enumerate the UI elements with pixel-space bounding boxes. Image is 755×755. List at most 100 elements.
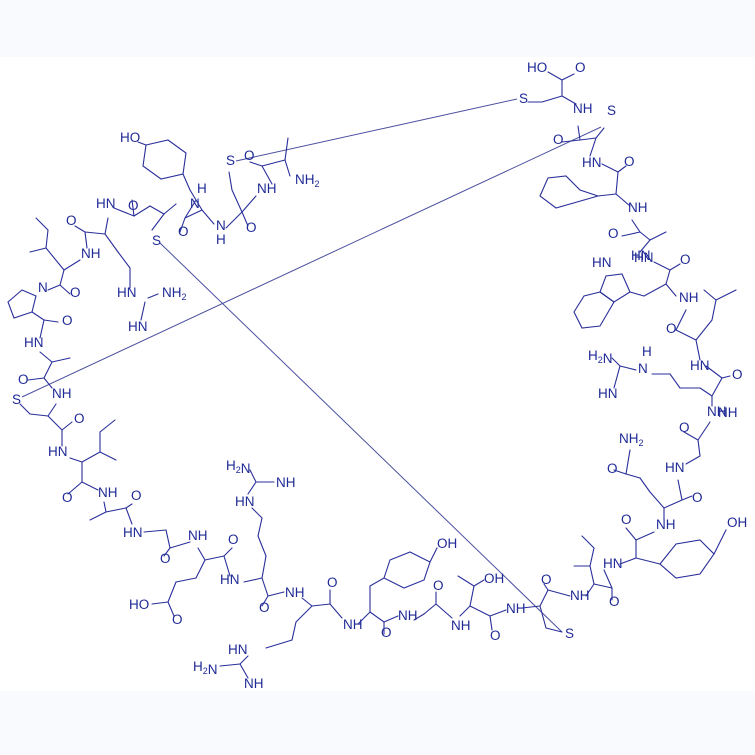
atom-label-ho_cterm: HO [527, 60, 547, 75]
atom-label-n_gua4: N [638, 361, 648, 376]
atom-label-o_ile3: O [609, 594, 620, 609]
atom-label-oh_tyr3: OH [727, 515, 747, 530]
atom-label-nh_tyr2: NH [343, 617, 363, 632]
atom-label-hn_gua3: HN [228, 642, 248, 657]
proline-ring [7, 289, 37, 319]
atom-label-nh_gua2: NH [276, 475, 296, 490]
atom-label-nh_cys1: NH [257, 181, 277, 196]
atom-label-nh_ile3: NH [570, 588, 590, 603]
atom-label-s_cys3: S [565, 626, 574, 641]
atom-label-hn_trp_ring: HN [592, 255, 612, 270]
disulfide-bridge-3 [159, 242, 563, 633]
disulfide-bridge-1 [235, 98, 518, 162]
atom-label-nh2_gua1: NH2 [162, 285, 187, 302]
atom-label-hn_arg: HN [96, 196, 116, 211]
atom-label-nh2_nterm: NH2 [295, 172, 320, 189]
atom-label-nh_trp: NH [679, 290, 699, 305]
atom-label-o_arg3: O [327, 575, 338, 590]
atom-label-nh_tyr3: NH [656, 517, 676, 532]
atom-label-hn_ala1: HN [24, 335, 44, 350]
atom-label-hn_arg2: HN [220, 572, 240, 587]
atom-label-s_cys1: S [226, 153, 235, 168]
atom-label-o_gly1: O [160, 551, 171, 566]
atom-label-nh_phe: NH [628, 200, 648, 215]
atom-label-nh_glu: NH [188, 528, 208, 543]
bonds [7, 71, 737, 679]
atom-label-nh_cys5: NH [573, 101, 593, 116]
disulfide-bridge-2 [21, 126, 602, 398]
atom-label-o_glu: O [228, 532, 239, 547]
atom-label-hn_trp: HN [631, 248, 651, 263]
atom-label-hn_ile2: HN [48, 444, 68, 459]
atom-label-nh_cys3: NH [506, 601, 526, 616]
atom-label-o_ala2: O [131, 488, 142, 503]
atom-label-o1: O [128, 198, 139, 213]
atom-label-nh_gly3: NH [718, 405, 738, 420]
atom-label-o_tyr3: O [621, 512, 632, 527]
indole-ring-6 [573, 291, 615, 329]
atom-label-o_thr: O [490, 628, 501, 643]
atom-label-s_cys_a: S [152, 233, 161, 248]
atom-label-o_cys1: O [244, 148, 255, 163]
atom-label-hn_gua1: HN [117, 285, 137, 300]
atom-label-o_cys3: O [541, 572, 552, 587]
atom-label-nh_tyr1: N [216, 218, 226, 233]
atom-label-h2n_gua4: H2N [588, 348, 613, 366]
atom-label-nh_thr: NH [451, 618, 471, 633]
atom-label-o_ala3: O [608, 226, 619, 241]
atom-label-nh_arg3: NH [285, 585, 305, 600]
indole-ring-5 [599, 273, 631, 303]
atom-label-oh_tyr2: OH [437, 536, 457, 551]
atom-label-o_arg: O [66, 213, 77, 228]
atom-label-o_tyr2: O [381, 625, 392, 640]
atom-label-h_gua4: H [642, 344, 652, 359]
tyrosine-ring-3 [659, 539, 715, 579]
atom-label-nh_arg4: NH [707, 404, 727, 419]
diagram-panel [0, 57, 755, 691]
disulfide-bridges [21, 98, 602, 633]
atom-label-h_tyr1b: H [216, 232, 226, 247]
atom-label-hn_leu: HN [690, 358, 710, 373]
tyrosine-ring-1 [142, 139, 187, 180]
atom-label-o_gly3: O [679, 420, 690, 435]
atom-label-hn_gua4: HN [598, 386, 618, 401]
atom-label-nh_ile1: NH [81, 246, 101, 261]
atom-label-s_cys4: S [607, 103, 616, 118]
atom-label-o_cys4: O [553, 132, 564, 147]
atom-label-nh_ala2: NH [98, 485, 118, 500]
atom-label-ho_glu: HO [129, 597, 149, 612]
atom-label-o_cterm: O [575, 60, 586, 75]
atom-label-h_nh_tyr1: H [197, 181, 207, 196]
atom-label-o_gln2: O [692, 490, 703, 505]
atom-label-nh2_gln: NH2 [619, 431, 644, 448]
atom-label-o_arg4: O [732, 367, 743, 382]
atom-label-n_pro: N [38, 280, 48, 295]
atom-label-n_tyr1: N [190, 196, 200, 211]
atom-label-o_arg2: O [259, 600, 270, 615]
atom-label-o_cys1b: O [246, 220, 257, 235]
atom-label-nh_gua3: NH [244, 676, 264, 691]
atom-label-h2n_gua3: H2N [193, 659, 218, 677]
atom-label-h2n_gua2: H2N [226, 458, 251, 476]
tyrosine-ring-2 [383, 551, 431, 589]
atom-label-hn_gua2: HN [235, 494, 255, 509]
atom-label-o_ala1: O [18, 372, 29, 387]
atom-label-nh_cys2: NH [52, 386, 72, 401]
atom-label-o_trp: O [680, 252, 691, 267]
atom-label-s_cys2: S [12, 392, 21, 407]
atom-label-oh_thr: OH [484, 571, 504, 586]
atom-label-o_pro2: O [62, 313, 73, 328]
atom-label-o_phe: O [624, 154, 635, 169]
atom-label-hn_tyr3: HN [603, 556, 623, 571]
atom-label-hn_gln: HN [665, 460, 685, 475]
phenyl-ring [539, 175, 600, 209]
atom-label-o_pro: O [70, 285, 81, 300]
atom-label-o_leu: O [666, 321, 677, 336]
atom-label-hn_gua1b: HN [128, 319, 148, 334]
atom-label-ho_ctyr: HO [120, 130, 140, 145]
atom-label-o_cys2: O [74, 411, 85, 426]
atom-label-o_glu2: O [172, 612, 183, 627]
atom-label-o_gly2: O [433, 578, 444, 593]
